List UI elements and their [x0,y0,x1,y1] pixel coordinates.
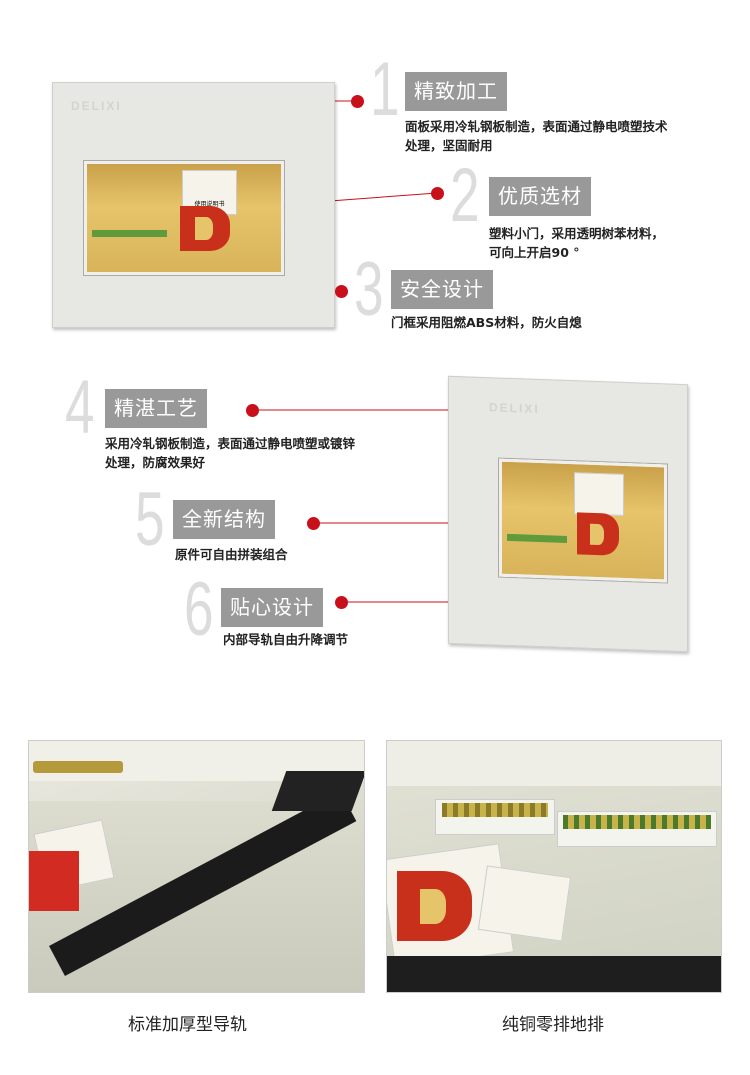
manual-label: 使用说明书 [194,201,225,208]
callout-dot-6 [335,596,348,609]
feature-title-2: 优质选材 [489,177,591,216]
breaker-label-strip-2 [507,533,567,543]
desc-line: 内部导轨自由升降调节 [223,632,349,647]
feature-number-3: 3 [354,247,384,332]
desc-line: 原件可自由拼装组合 [175,547,288,562]
feature-title-3: 安全设计 [391,270,493,309]
brand-d-logo [180,206,230,251]
feature-title-5: 全新结构 [173,500,275,539]
brand-logo: DELIXI [71,99,122,113]
feature-title-1: 精致加工 [405,72,507,111]
brand-d-logo [29,851,79,911]
desc-line: 采用冷轧钢板制造，表面通过静电喷塑或镀锌 [105,436,356,451]
ground-bar [33,761,123,773]
distribution-box-front: DELIXI 使用说明书 [52,82,335,328]
feature-number-2: 2 [450,153,480,238]
feature-title-6: 贴心设计 [221,588,323,627]
photo-caption-2: 纯铜零排地排 [502,1015,604,1035]
transparent-door: 使用说明书 [84,161,284,275]
manual-card-2 [574,472,624,516]
distribution-box-angled: DELIXI [448,375,688,653]
callout-dot-3 [335,285,348,298]
callout-dot-2 [431,187,444,200]
feature-desc-4: 采用冷轧钢板制造，表面通过静电喷塑或镀锌处理，防腐效果好 [105,434,355,472]
feature-title-4: 精湛工艺 [105,389,207,428]
callout-dot-5 [307,517,320,530]
feature-number-4: 4 [65,365,95,450]
desc-line: 塑料小门，采用透明树苯材料， [489,226,665,241]
feature-number-5: 5 [135,477,165,562]
feature-desc-5: 原件可自由拼装组合 [175,545,288,564]
warranty-card [477,865,572,942]
desc-line: 处理，防腐效果好 [105,455,206,470]
feature-desc-1: 面板采用冷轧钢板制造，表面通过静电喷塑技术处理，坚固耐用 [405,117,668,155]
rail-bracket [271,771,364,811]
desc-line: 门框采用阻燃ABS材料，防火自熄 [391,315,582,330]
desc-line: 可向上开启90 ° [489,245,580,260]
callout-dot-1 [351,95,364,108]
photo-caption-1: 标准加厚型导轨 [128,1015,247,1035]
desc-line: 面板采用冷轧钢板制造，表面通过静电喷塑技术 [405,119,668,134]
transparent-door-2 [499,458,667,583]
feature-desc-3: 门框采用阻燃ABS材料，防火自熄 [391,313,582,332]
breaker-label-strip [92,230,167,237]
feature-desc-6: 内部导轨自由升降调节 [223,630,348,649]
brand-logo-2: DELIXI [489,400,540,417]
copper-ground-bar [563,815,711,829]
feature-number-1: 1 [370,47,400,132]
feature-desc-2: 塑料小门，采用透明树苯材料， 可向上开启90 ° [489,224,664,262]
desc-line: 处理，坚固耐用 [405,138,493,153]
callout-dot-4 [246,404,259,417]
rail-edge [387,956,721,992]
copper-neutral-bar [442,803,548,817]
feature-number-6: 6 [184,567,214,652]
box-top-wall [387,741,721,786]
photo-busbar [386,740,722,993]
brand-d-logo [397,871,472,941]
photo-guide-rail [28,740,365,993]
brand-d-logo-2 [577,512,619,556]
